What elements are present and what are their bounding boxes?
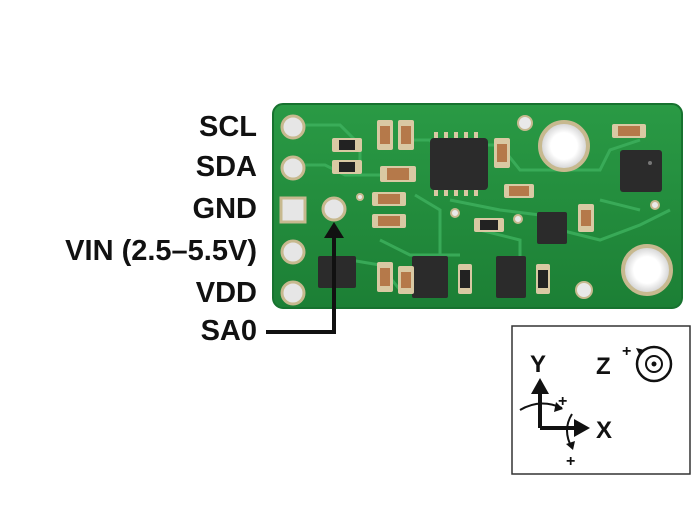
mounting-hole-top — [538, 120, 590, 172]
axis-label-x: X — [596, 417, 612, 444]
ic-sot-3 — [496, 256, 526, 298]
main-chip — [430, 138, 488, 190]
pin-hole-vdd — [280, 280, 306, 306]
pin-label-sda: SDA — [195, 151, 257, 183]
passive-components — [332, 120, 646, 294]
plus-sign-x: + — [566, 453, 575, 470]
x-arrowhead — [574, 419, 590, 437]
ic-sot-1 — [318, 256, 356, 288]
ic-small-1 — [537, 212, 567, 244]
pin-label-sa0: SA0 — [200, 315, 257, 347]
pin-hole-sa0 — [321, 196, 347, 222]
vias — [356, 115, 660, 299]
pin-hole-scl — [280, 114, 306, 140]
pin-hole-sda — [280, 155, 306, 181]
pin-hole-gnd — [279, 196, 307, 224]
sa0-callout-arrow — [266, 222, 344, 334]
pin-label-vdd: VDD — [195, 277, 257, 309]
axis-label-z: Z — [596, 353, 611, 380]
plus-sign-y: + — [558, 393, 567, 410]
mounting-hole-bottom — [621, 244, 673, 296]
ic-sot-2 — [412, 256, 448, 298]
plus-sign-z: + — [622, 343, 631, 360]
z-rotation-glyph — [635, 345, 673, 383]
sensor-chip — [620, 150, 662, 192]
pin-label-vin: VIN (2.5–5.5V) — [65, 235, 257, 267]
main-chip-pins — [434, 132, 478, 196]
pin-label-gnd: GND — [192, 193, 257, 225]
pin-label-scl: SCL — [199, 111, 257, 143]
pin-header — [279, 114, 347, 306]
axis-label-y: Y — [530, 351, 546, 378]
y-arrowhead — [531, 378, 549, 394]
pin-hole-vin — [280, 239, 306, 265]
